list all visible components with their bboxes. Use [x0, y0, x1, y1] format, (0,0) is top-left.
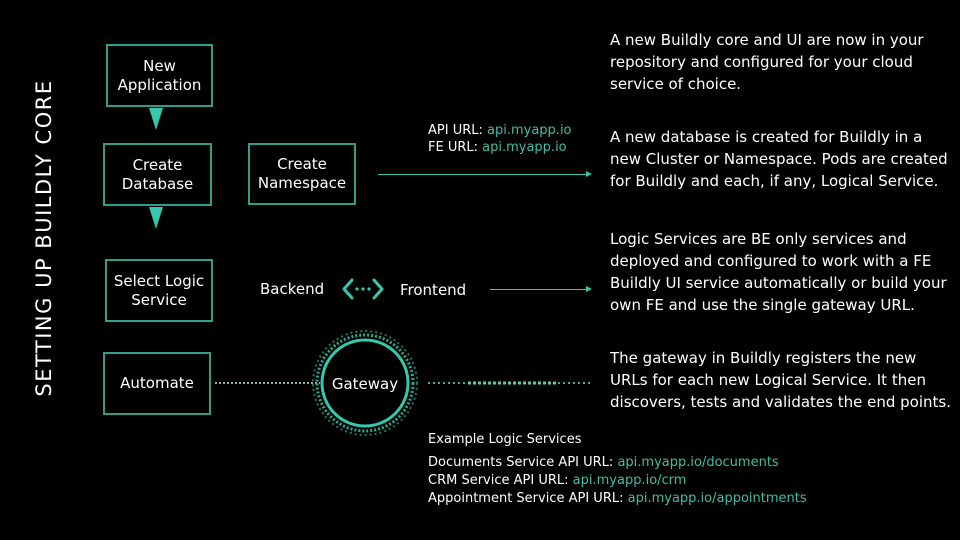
fe-url-value: api.myapp.io [482, 140, 567, 155]
bidirectional-arrow-icon [342, 278, 384, 300]
api-url-label: API URL: [428, 123, 483, 138]
automate-box: Automate [103, 352, 211, 415]
description-gateway: The gateway in Buildly registers the new… [610, 349, 951, 411]
description-database: A new database is created for Buildly in… [610, 128, 948, 190]
create-namespace-box: Create Namespace [248, 143, 356, 205]
api-url-value: api.myapp.io [487, 123, 572, 138]
description-core-ui: A new Buildly core and UI are now in you… [610, 31, 924, 93]
description-logic-services: Logic Services are BE only services and … [610, 230, 947, 314]
flow-arrow-down-icon [149, 207, 163, 229]
api-url-line: API URL: api.myapp.io [428, 122, 572, 139]
backend-label: Backend [260, 280, 325, 298]
example-service-line: CRM Service API URL: api.myapp.io/crm [428, 472, 686, 489]
namespace-arrow-icon [378, 171, 592, 177]
gateway-connector-dots [428, 381, 590, 385]
example-service-line: Appointment Service API URL: api.myapp.i… [428, 490, 807, 507]
gateway-ring-icon [312, 330, 418, 436]
create-database-box: Create Database [103, 143, 212, 206]
example-service-line: Documents Service API URL: api.myapp.io/… [428, 454, 779, 471]
frontend-label: Frontend [400, 281, 467, 299]
example-service-label: Appointment Service API URL: [428, 491, 624, 506]
example-service-label: Documents Service API URL: [428, 455, 614, 470]
example-service-url: api.myapp.io/appointments [627, 491, 807, 506]
examples-heading: Example Logic Services [428, 432, 582, 447]
select-logic-service-box: Select Logic Service [105, 259, 213, 322]
flow-arrow-down-icon [149, 108, 163, 130]
fe-url-label: FE URL: [428, 140, 478, 155]
example-service-label: CRM Service API URL: [428, 473, 569, 488]
automate-connector-dots [215, 382, 320, 384]
frontend-arrow-icon [490, 286, 592, 292]
fe-url-line: FE URL: api.myapp.io [428, 139, 567, 156]
new-application-box: New Application [106, 44, 213, 107]
example-service-url: api.myapp.io/documents [617, 455, 779, 470]
example-service-url: api.myapp.io/crm [572, 473, 687, 488]
page-title: SETTING UP BUILDLY CORE [32, 79, 56, 397]
gateway-label: Gateway [331, 375, 399, 393]
